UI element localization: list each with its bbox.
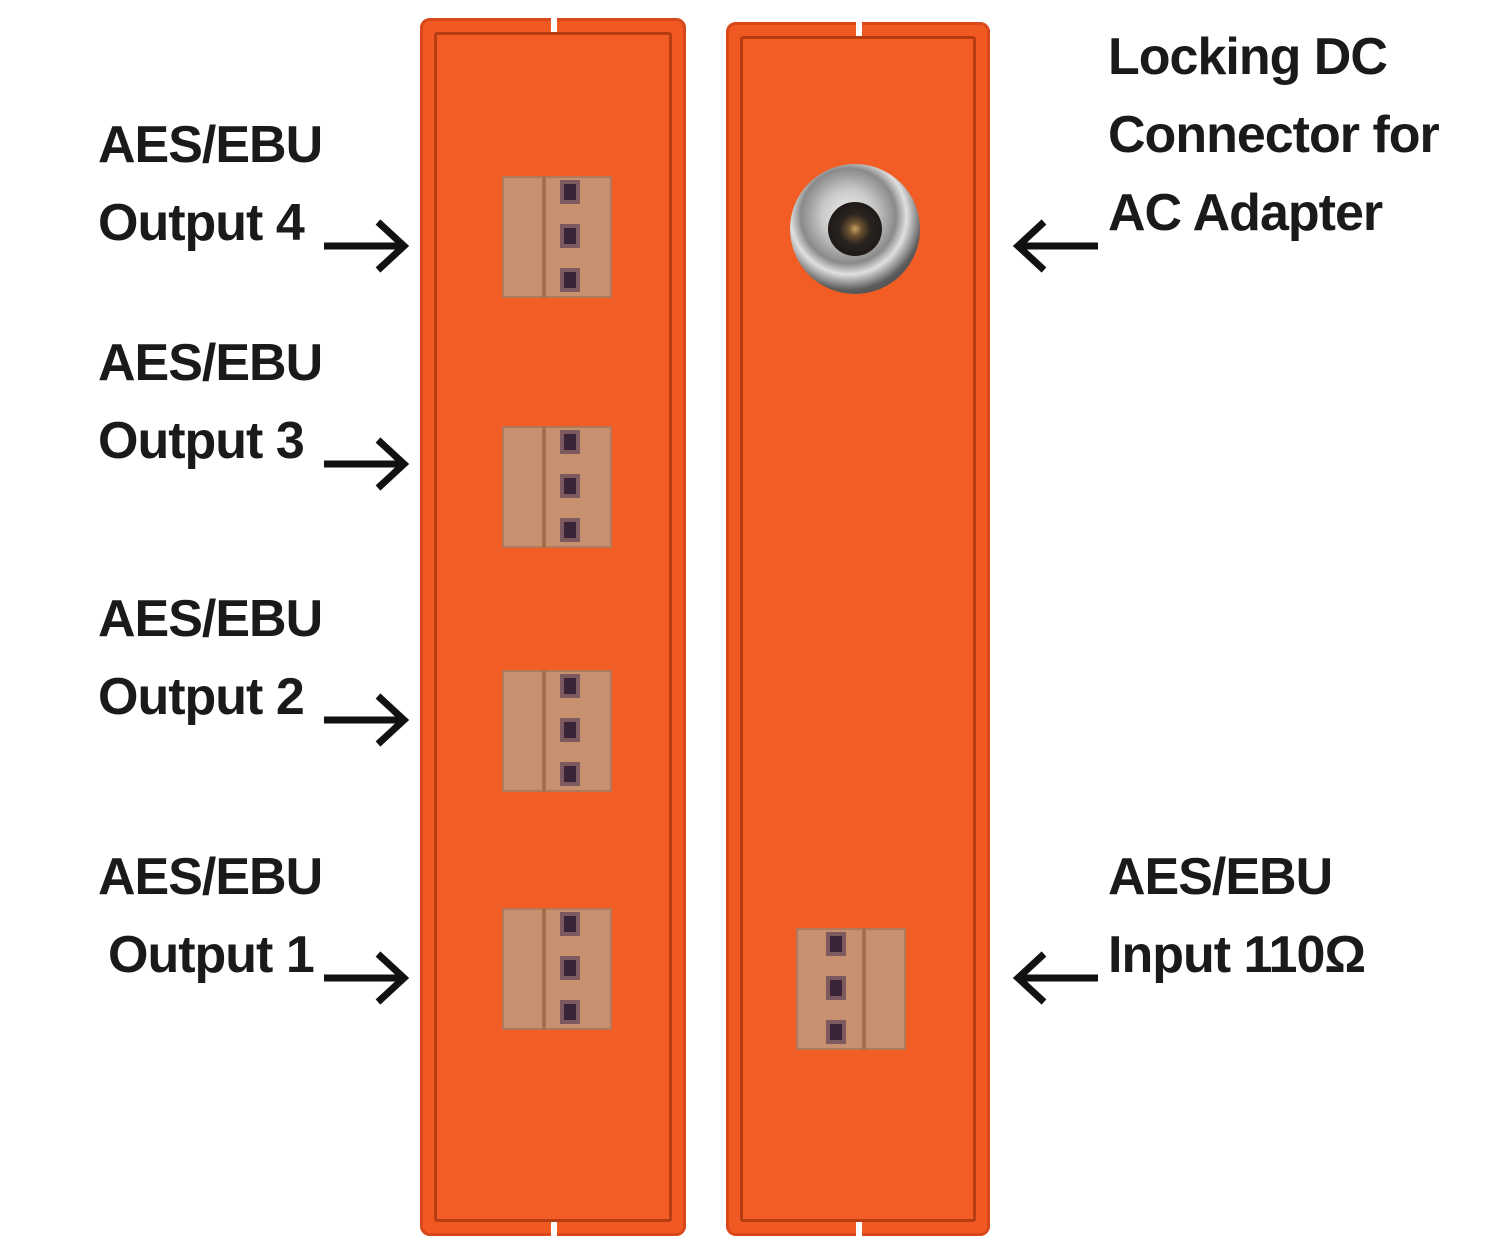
dc-jack-pin (828, 202, 882, 256)
connector-pin (560, 956, 580, 980)
connector-divider (542, 908, 546, 1030)
connector-pin (826, 1020, 846, 1044)
panel-notch (856, 1222, 862, 1236)
input-type: AES/EBU (1108, 848, 1333, 906)
output-3-label: AES/EBU Output 3 (98, 324, 323, 480)
output-2-connector (502, 670, 612, 792)
output-3-arrow (324, 437, 410, 491)
panel-notch (551, 1222, 557, 1236)
output-4-label: AES/EBU Output 4 (98, 106, 323, 262)
output-4-name: Output 4 (98, 194, 305, 252)
connector-divider (862, 928, 866, 1050)
connector-pin (560, 718, 580, 742)
output-4-connector (502, 176, 612, 298)
output-2-label: AES/EBU Output 2 (98, 580, 323, 736)
connector-pin (560, 762, 580, 786)
connector-pin (560, 268, 580, 292)
output-1-type: AES/EBU (98, 848, 323, 906)
output-4-arrow (324, 219, 410, 273)
input-label: AES/EBU Input 110Ω (1108, 838, 1366, 994)
input-arrow (1012, 951, 1098, 1005)
output-panel (420, 18, 686, 1236)
panel-notch (856, 22, 862, 36)
output-1-arrow (324, 951, 410, 1005)
connector-pin (560, 674, 580, 698)
connector-divider (542, 176, 546, 298)
panel-notch (551, 18, 557, 32)
output-2-name: Output 2 (98, 668, 305, 726)
connector-pin (560, 518, 580, 542)
input-panel (726, 22, 990, 1236)
connector-pin (560, 1000, 580, 1024)
connector-divider (542, 426, 546, 548)
connector-pin (560, 180, 580, 204)
dc-jack (790, 164, 920, 294)
dc-connector-label: Locking DC Connector for AC Adapter (1108, 18, 1440, 252)
connector-pin (826, 932, 846, 956)
output-3-connector (502, 426, 612, 548)
connector-pin (560, 912, 580, 936)
dc-connector-line-3: AC Adapter (1108, 184, 1383, 242)
output-3-type: AES/EBU (98, 334, 323, 392)
dc-connector-line-2: Connector for (1108, 106, 1440, 164)
output-1-label: AES/EBU Output 1 (98, 838, 323, 994)
input-name: Input 110Ω (1108, 926, 1366, 984)
input-connector (796, 928, 906, 1050)
output-1-name: Output 1 (108, 926, 315, 984)
connector-pin (826, 976, 846, 1000)
output-2-arrow (324, 693, 410, 747)
connector-pin (560, 224, 580, 248)
output-4-type: AES/EBU (98, 116, 323, 174)
connector-divider (542, 670, 546, 792)
connector-pin (560, 474, 580, 498)
output-3-name: Output 3 (98, 412, 305, 470)
connector-pin (560, 430, 580, 454)
output-1-connector (502, 908, 612, 1030)
output-2-type: AES/EBU (98, 590, 323, 648)
dc-connector-arrow (1012, 219, 1098, 273)
dc-connector-line-1: Locking DC (1108, 28, 1388, 86)
